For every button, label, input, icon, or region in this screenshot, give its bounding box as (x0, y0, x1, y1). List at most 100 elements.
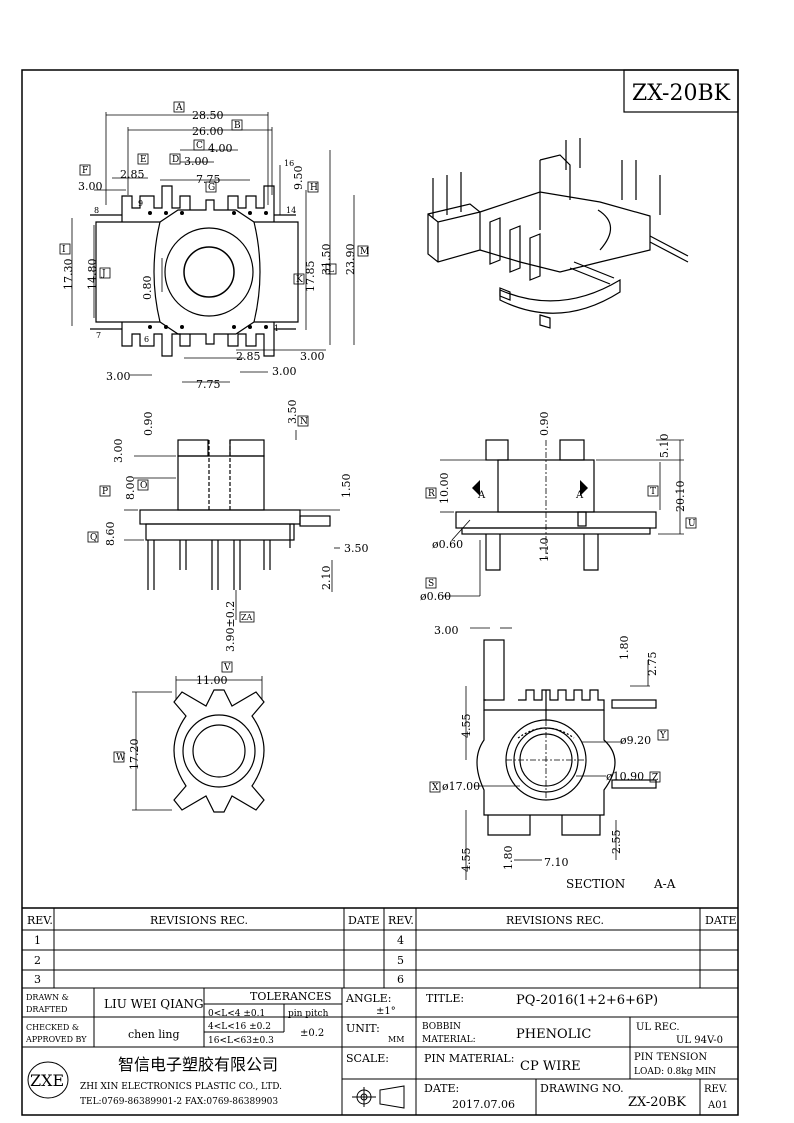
dim-3-00-front: 3.00 (112, 439, 125, 464)
logo-text: ZXE (30, 1071, 64, 1090)
ul-value: UL 94V-0 (676, 1035, 723, 1046)
drawing-no-value: ZX-20BK (628, 1095, 686, 1110)
title-block-text: REV. REVISIONS REC. DATE REV. REVISIONS … (25, 914, 737, 1111)
side-view-labels: 0.90 5.10 10.00 20.10 1.10 ø0.60 ø0.60 A… (420, 412, 687, 604)
dim-2-85b: 2.85 (236, 350, 261, 363)
date-label: DATE: (424, 1082, 459, 1095)
date-header-left: DATE (348, 914, 380, 927)
rev-header-right: REV. (388, 914, 414, 927)
checked-label-2: APPROVED BY (25, 1035, 87, 1044)
dim-2-75: 2.75 (646, 652, 659, 677)
company-en: ZHI XIN ELECTRONICS PLASTIC CO., LTD. (80, 1082, 282, 1092)
marker-v: V (223, 663, 231, 673)
tolerances-header: TOLERANCES (250, 990, 332, 1003)
dim-phi-0-60-b: ø0.60 (420, 590, 451, 603)
bottom-view (132, 676, 265, 813)
tolerance-2: 4<L<16 ±0.2 (208, 1022, 271, 1032)
dim-1-50: 1.50 (340, 474, 353, 499)
pin-tension-label: PIN TENSION (634, 1052, 707, 1063)
marker-w: W (116, 753, 126, 763)
contact: TEL:0769-86389901-2 FAX:0769-86389903 (80, 1097, 278, 1107)
marker-e: E (140, 155, 147, 165)
markers-front: N O P Q ZA (87, 415, 309, 623)
pin-6: 6 (144, 335, 149, 344)
marker-n: N (300, 417, 308, 427)
bobbin-label-2: MATERIAL: (422, 1035, 476, 1045)
rev-row-2: 2 (34, 954, 41, 967)
marker-u: U (688, 519, 696, 529)
drawing-code: ZX-20BK (632, 81, 731, 106)
dim-0-80: 0.80 (141, 276, 154, 301)
marker-s: S (428, 579, 434, 589)
date-value: 2017.07.06 (452, 1098, 515, 1111)
tolerance-pitch: pin pitch (288, 1009, 329, 1019)
pin-8: 8 (94, 206, 99, 215)
dim-11-00: 11.00 (196, 674, 228, 687)
dim-7-75b: 7.75 (196, 378, 221, 391)
tolerance-pitch-value: ±0.2 (300, 1028, 324, 1039)
marker-f: F (82, 166, 88, 176)
marker-c: C (196, 141, 203, 151)
dim-20-10: 20.10 (674, 481, 687, 513)
dim-2-85a: 2.85 (120, 168, 145, 181)
dim-0-90-side: 0.90 (538, 412, 551, 437)
markers-bottom: V W (113, 661, 233, 763)
dim-5-10: 5.10 (658, 434, 671, 459)
dim-26-00: 26.00 (192, 125, 224, 138)
marker-d: D (172, 155, 179, 165)
code-box (623, 69, 739, 113)
markers-side: R S T U (425, 485, 697, 589)
marker-za: ZA (241, 613, 253, 622)
dim-phi-0-60-a: ø0.60 (432, 538, 463, 551)
marker-l: L (328, 265, 334, 275)
marker-r: R (428, 489, 435, 499)
drawn-label-2: DRAFTED (26, 1005, 67, 1014)
unit-label: UNIT: (346, 1022, 380, 1035)
company-cn: 智信电子塑胶有限公司 (118, 1055, 278, 1074)
dim-17-30: 17.30 (62, 259, 75, 291)
marker-g: G (208, 183, 215, 193)
rev-row-4: 4 (397, 934, 404, 947)
front-view (124, 430, 340, 620)
date-header-right: DATE (705, 914, 737, 927)
dim-4-55-a: 4.55 (460, 714, 473, 739)
dim-31-50: 31.50 (320, 244, 333, 276)
dim-23-90: 23.90 (344, 244, 357, 276)
markers-section: Y X Z (429, 729, 669, 793)
marker-z: Z (652, 773, 658, 783)
marker-a: A (175, 103, 183, 113)
section-view (465, 627, 657, 880)
cut-mark-right: A (575, 490, 584, 501)
dim-9-50: 9.50 (292, 166, 305, 191)
drawn-by: LIU WEI QIANG (104, 997, 204, 1011)
marker-j: J (101, 269, 106, 279)
dim-3-00b: 3.00 (78, 180, 103, 193)
dim-8-60: 8.60 (104, 522, 117, 547)
dim-phi-10-90: ø10.90 (606, 770, 644, 783)
revisions-header-right: REVISIONS REC. (506, 914, 604, 927)
tolerance-1: 0<L<4 ±0.1 (208, 1009, 265, 1019)
scale-label: SCALE: (346, 1052, 389, 1065)
sheet-border (21, 69, 739, 1116)
marker-y: Y (659, 731, 667, 741)
section-view-labels: 3.00 1.80 2.75 4.55 ø9.20 ø17.00 ø10.90 … (434, 624, 676, 891)
ul-label: UL REC. (636, 1022, 680, 1033)
rev-label: REV. (704, 1084, 727, 1095)
marker-m: M (360, 247, 369, 257)
pin-14: 14 (286, 206, 296, 215)
title-value: PQ-2016(1+2+6+6P) (516, 993, 658, 1008)
unit-value: MM (388, 1035, 404, 1044)
dim-4-00: 4.00 (208, 142, 233, 155)
title-block (22, 907, 738, 1115)
dim-phi-17-00: ø17.00 (442, 780, 480, 793)
marker-x: X (432, 783, 439, 793)
marker-h: H (310, 183, 318, 193)
pin-9: 9 (138, 199, 143, 208)
dim-3-90: 3.90±0.2 (224, 601, 237, 652)
dim-28-50: 28.50 (192, 109, 224, 122)
checked-by: chen ling (128, 1028, 180, 1041)
dim-3-00c: 3.00 (300, 350, 325, 363)
pin-16: 16 (284, 159, 294, 168)
revisions-header-left: REVISIONS REC. (150, 914, 248, 927)
